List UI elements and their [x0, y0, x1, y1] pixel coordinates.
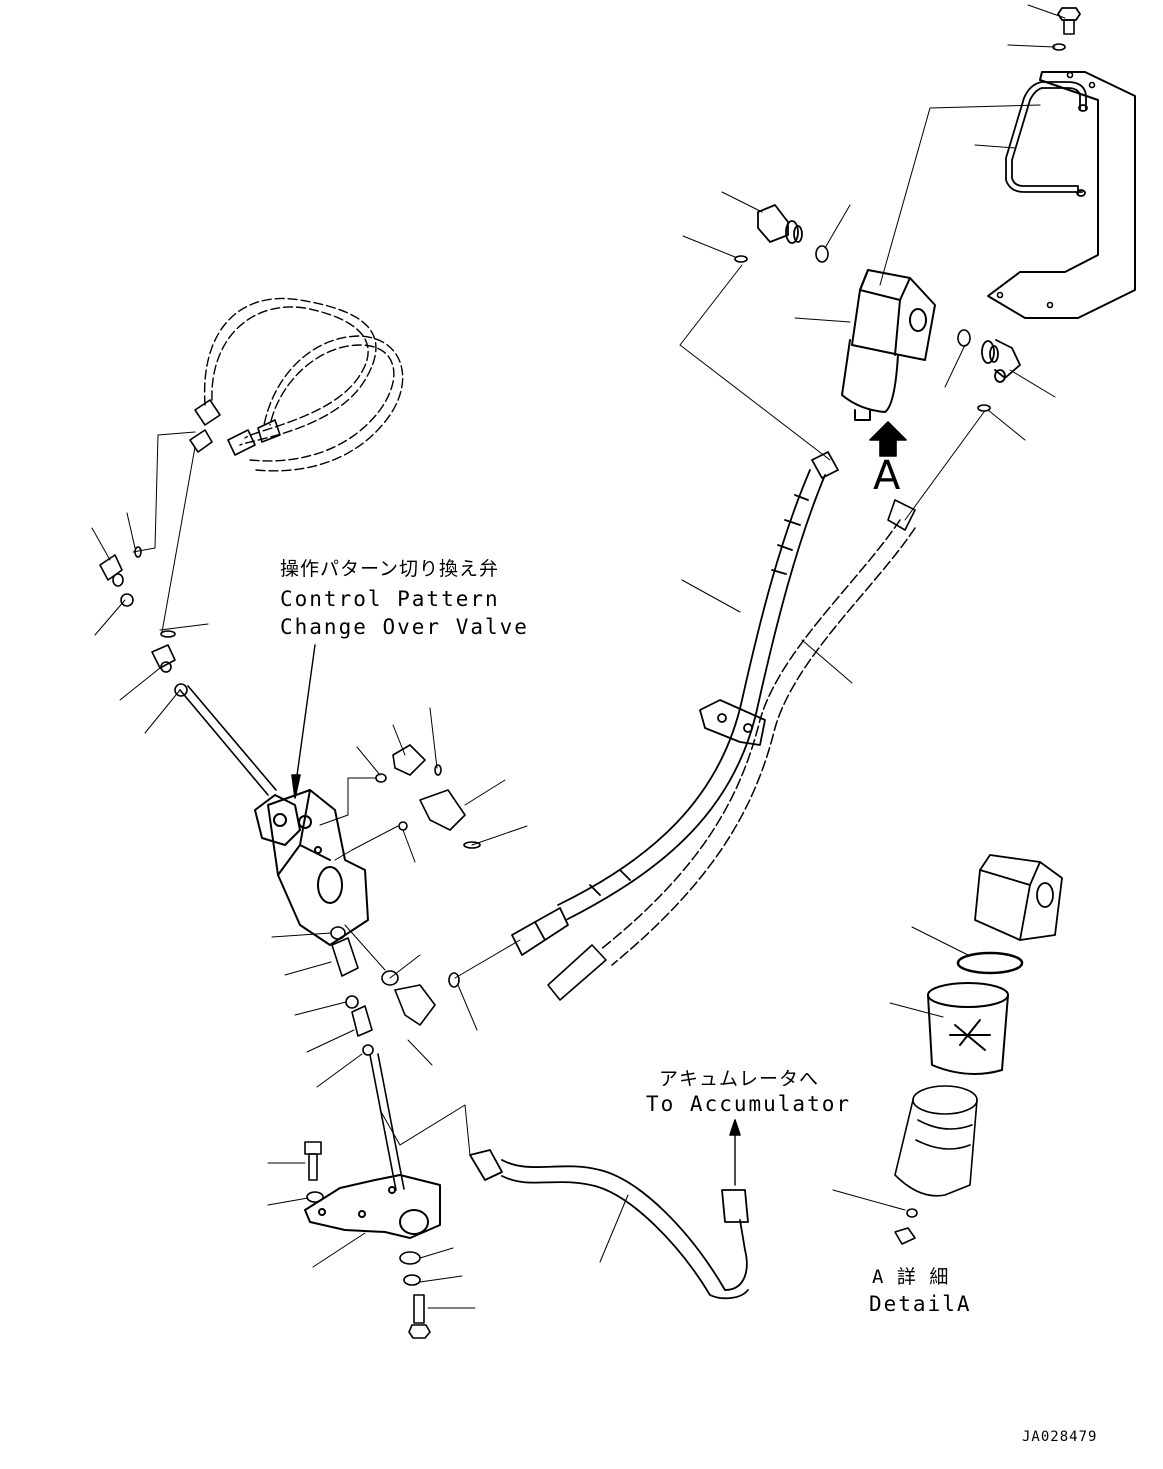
detail-marker-letter: A — [873, 453, 901, 499]
detail-a-filter-case — [894, 1085, 978, 1245]
u-bolt — [1005, 81, 1088, 197]
valve-pointer-line — [294, 644, 316, 791]
filter-outlet-hose — [599, 519, 916, 966]
filter-inlet-hose — [511, 451, 839, 956]
valve-right-fittings — [375, 744, 481, 849]
accumulator-arrowhead — [729, 1119, 741, 1136]
lower-bolts-washers — [304, 1141, 431, 1339]
detail-a-filter-element — [927, 982, 1009, 1075]
o-rings-filter — [734, 245, 991, 412]
accumulator-label-english: To Accumulator — [646, 1092, 852, 1116]
filter-outlet-hose-ends — [547, 499, 916, 1001]
filter-elbow-fitting-left — [757, 204, 803, 244]
bracket-bolt-top — [1052, 7, 1081, 51]
detail-arrow-icon — [869, 421, 907, 457]
valve-label-english-line2: Change Over Valve — [280, 615, 529, 639]
valve-pointer-arrowhead — [291, 774, 301, 799]
drawing-code: JA028479 — [1022, 1429, 1098, 1445]
filter-elbow-fitting-right — [981, 339, 1021, 383]
valve-lower-fittings — [330, 926, 460, 1056]
steel-pipe-lower — [369, 1053, 405, 1191]
leader-lines — [91, 4, 1066, 1309]
detail-a-label-japanese: A 詳 細 — [872, 1266, 950, 1288]
lower-bracket — [304, 1174, 441, 1239]
valve-label-japanese: 操作パターン切り換え弁 — [280, 558, 500, 580]
detail-a-o-ring — [956, 951, 1024, 975]
detail-a-label-english: DetailA — [869, 1292, 972, 1316]
upper-dashed-hoses — [203, 297, 404, 472]
control-pattern-change-over-valve — [254, 789, 369, 946]
steel-pipe-upper — [179, 685, 277, 796]
accumulator-label-japanese: アキュムレータへ — [659, 1068, 820, 1090]
upper-hose-fittings — [189, 399, 281, 456]
line-filter — [841, 269, 936, 421]
filter-mounting-bracket — [987, 71, 1136, 319]
valve-label-english-line1: Control Pattern — [280, 587, 500, 611]
detail-a-filter-head — [974, 854, 1063, 941]
accumulator-hose — [469, 1149, 749, 1300]
hose-clamp — [699, 699, 766, 746]
left-fittings — [99, 546, 188, 697]
